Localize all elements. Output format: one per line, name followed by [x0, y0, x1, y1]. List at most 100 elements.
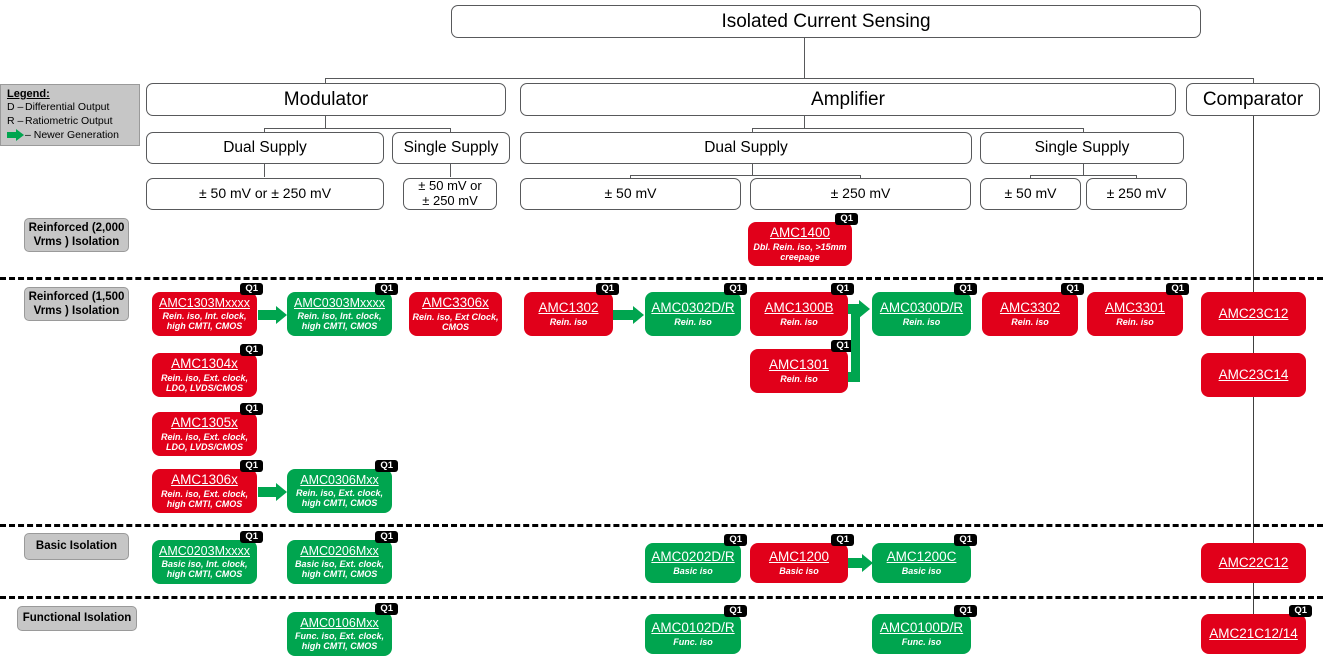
part-subtitle: Rein. iso: [1011, 316, 1049, 327]
part-subtitle: Func. iso: [673, 636, 713, 647]
part-amc21c1214[interactable]: AMC21C12/14 Q1: [1201, 605, 1312, 654]
q1-badge: Q1: [240, 531, 263, 544]
category-comparator: Comparator: [1186, 83, 1320, 116]
q1-badge: Q1: [240, 344, 263, 357]
row-label-reinforced-1500: Reinforced (1,500 Vrms ) Isolation: [24, 287, 129, 321]
part-subtitle: Rein. iso, Ext. clock, high CMTI, CMOS: [160, 488, 249, 509]
legend-row-ratiometric: R – Ratiometric Output: [7, 114, 139, 128]
part-name: AMC0300D/R: [879, 300, 964, 316]
part-name: AMC1200C: [886, 549, 957, 565]
q1-badge: Q1: [375, 460, 398, 473]
part-subtitle: Rein. iso: [1116, 316, 1154, 327]
part-subtitle: Basic iso: [901, 565, 942, 576]
part-subtitle: Basic iso: [779, 565, 819, 576]
upgrade-arrow-1306-to-0306: [258, 483, 288, 501]
connector-amp-supply-down: [804, 114, 806, 128]
q1-badge: Q1: [954, 534, 977, 547]
part-subtitle: Basic iso, Int. clock, high CMTI, CMOS: [161, 558, 248, 580]
part-subtitle: Func. iso: [901, 636, 942, 647]
part-subtitle: Basic iso, Ext. clock, high CMTI, CMOS: [294, 558, 385, 580]
range-amp-dual-50: ± 50 mV: [520, 178, 741, 210]
connector-ampsingle-bus: [1030, 175, 1136, 177]
part-name: AMC22C12: [1218, 554, 1289, 570]
part-subtitle: Rein. iso: [780, 373, 818, 384]
range-amp-dual-250: ± 250 mV: [750, 178, 971, 210]
part-subtitle: Rein. iso, Int. clock, high CMTI, CMOS: [162, 310, 247, 332]
supply-amplifier-dual: Dual Supply: [520, 132, 972, 164]
supply-amplifier-single: Single Supply: [980, 132, 1184, 164]
part-name: AMC1400: [769, 225, 831, 241]
part-subtitle: Rein. iso, Int. clock, high CMTI, CMOS: [297, 310, 382, 332]
q1-badge: Q1: [831, 534, 854, 547]
part-subtitle: Rein. iso: [902, 316, 941, 327]
q1-badge: Q1: [831, 283, 854, 296]
category-modulator: Modulator: [146, 83, 506, 116]
q1-badge: Q1: [240, 283, 263, 296]
connector-modulator-supply-down: [325, 114, 327, 128]
separator-reinforced-1500: [0, 277, 1323, 280]
part-subtitle: Dbl. Rein. iso, >15mm creepage: [753, 241, 847, 262]
part-name: AMC0202D/R: [651, 549, 735, 565]
part-subtitle: Basic iso: [673, 565, 713, 576]
legend-key-r: R –: [7, 115, 24, 127]
part-name: AMC1302: [538, 300, 599, 316]
part-name: AMC3302: [999, 300, 1061, 316]
upgrade-arrow-1200-to-1200c: [848, 554, 874, 572]
q1-badge: Q1: [375, 283, 398, 296]
connector-ampdual-bus: [630, 175, 861, 177]
range-modulator-dual: ± 50 mV or ± 250 mV: [146, 178, 384, 210]
connector-ampsingle-250-down: [1136, 175, 1138, 179]
part-name: AMC0206Mxx: [300, 543, 379, 558]
row-label-functional: Functional Isolation: [17, 606, 137, 631]
q1-badge: Q1: [724, 605, 747, 618]
part-subtitle: Func. iso, Ext. clock, high CMTI, CMOS: [294, 630, 385, 652]
q1-badge: Q1: [1289, 605, 1312, 618]
legend-title: Legend:: [7, 88, 50, 100]
connector-ampsingle-50-down: [1030, 175, 1032, 179]
q1-badge: Q1: [954, 283, 977, 296]
connector-ampdual-250-down: [860, 175, 862, 179]
part-name: AMC21C12/14: [1209, 625, 1298, 641]
upgrade-arrow-1303-to-0303: [258, 306, 288, 324]
legend-text-d: Differential Output: [25, 101, 110, 113]
legend-key-d: D –: [7, 101, 24, 113]
part-amc23c14[interactable]: AMC23C14: [1201, 353, 1306, 397]
part-name: AMC23C12: [1218, 305, 1289, 321]
connector-category-bus: [325, 78, 1253, 80]
q1-badge: Q1: [240, 403, 263, 416]
connector-amp-single-down: [1083, 128, 1085, 134]
green-arrow-icon: [7, 129, 25, 141]
upgrade-arrow-1300b-1301-to-0300: [848, 300, 874, 388]
part-amc23c12[interactable]: AMC23C12: [1201, 292, 1306, 336]
supply-modulator-dual: Dual Supply: [146, 132, 384, 164]
part-name: AMC1300B: [764, 300, 834, 316]
q1-badge: Q1: [831, 340, 854, 353]
connector-modulator-supply-bus: [264, 128, 451, 130]
q1-badge: Q1: [724, 534, 747, 547]
part-amc22c12[interactable]: AMC22C12: [1201, 543, 1306, 583]
part-name: AMC0306Mxx: [300, 472, 379, 487]
